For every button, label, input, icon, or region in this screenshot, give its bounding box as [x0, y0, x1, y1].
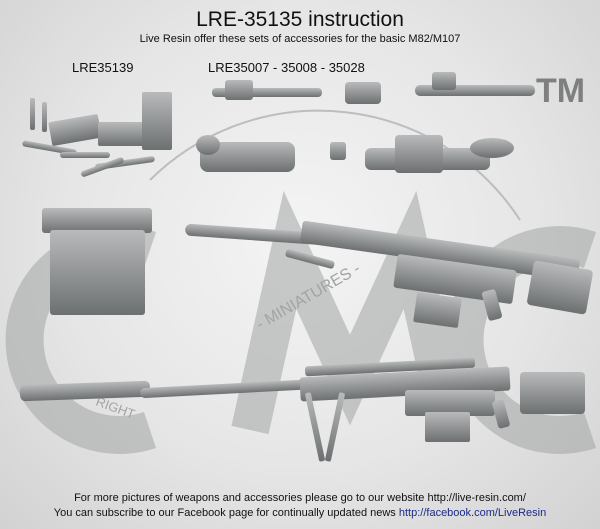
footer-facebook-line: You can subscribe to our Facebook page f… [0, 507, 600, 519]
scope-set-code: LRE35007 - 35008 - 35028 [208, 60, 365, 75]
footer-facebook-text: You can subscribe to our Facebook page f… [53, 507, 399, 519]
ammo-can [42, 208, 152, 315]
ammo-set-code: LRE35139 [72, 60, 134, 75]
rifle-lower [19, 357, 585, 462]
trademark-mark: TM [536, 72, 586, 110]
scope-set [196, 72, 535, 173]
page-subtitle: Live Resin offer these sets of accessori… [139, 33, 461, 45]
ammo-set [22, 92, 172, 177]
rifle-upper [185, 221, 593, 328]
page-title: LRE-35135 instruction [196, 8, 404, 31]
facebook-link[interactable]: http://facebook.com/LiveResin [398, 507, 547, 519]
footer-website-line: For more pictures of weapons and accesso… [74, 492, 526, 504]
